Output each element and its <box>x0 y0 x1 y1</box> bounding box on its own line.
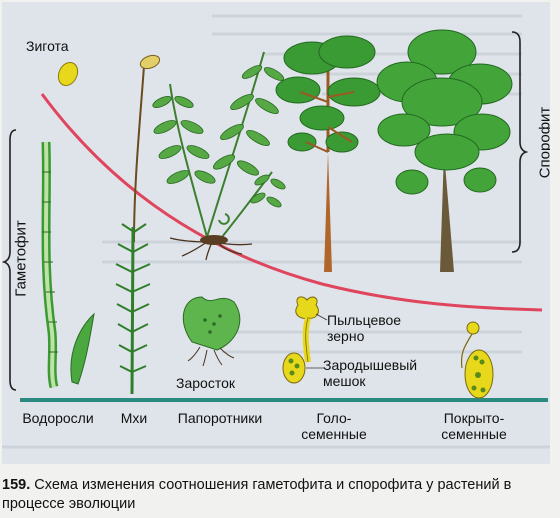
gametophyte-bracket <box>2 129 17 391</box>
ratio-curve <box>40 93 543 312</box>
moss-plant <box>115 54 161 395</box>
gymnosperm-pollen-grain <box>295 296 319 363</box>
group-label-mosses: Мхи <box>120 410 148 426</box>
group-label-ferns: Папоротники <box>177 410 263 426</box>
fern-plant <box>152 51 286 261</box>
caption-text: Схема изменения соотношения гаметофита и… <box>2 477 512 512</box>
pine-tree <box>275 35 381 272</box>
group-label-gymnosperms: Голо- семенные <box>301 410 367 442</box>
figure-caption: 159. Схема изменения соотношения гаметоф… <box>2 476 552 514</box>
pollen-leader <box>315 313 328 321</box>
angiosperm-pollen-grain <box>460 321 480 369</box>
prothallus-label: Заросток <box>176 375 235 391</box>
group-label-angiosperms: Покрыто- семенные <box>441 410 507 442</box>
pollen-grain-label: Пыльцевое зерно <box>327 312 402 344</box>
algae-filament <box>41 141 59 389</box>
gametophyte-label: Гаметофит <box>12 220 30 297</box>
embryo-sac-label: Зародышевый мешок <box>323 357 418 389</box>
diagram-art <box>2 14 550 449</box>
zygote-cell <box>57 61 79 87</box>
sporophyte-bracket <box>511 31 529 253</box>
deciduous-tree <box>376 29 513 272</box>
figure: Зигота Гаметофит Спорофит Заросток Пыльц… <box>2 2 550 464</box>
prothallus <box>182 296 241 367</box>
angiosperm-embryo-sac <box>464 349 494 399</box>
algae-tuft <box>70 312 95 385</box>
gymnosperm-ovule <box>282 352 306 384</box>
caption-number: 159. <box>2 477 31 493</box>
zygote-label: Зигота <box>26 38 69 54</box>
group-label-algae: Водоросли <box>22 410 94 426</box>
sporophyte-label: Спорофит <box>536 106 550 179</box>
